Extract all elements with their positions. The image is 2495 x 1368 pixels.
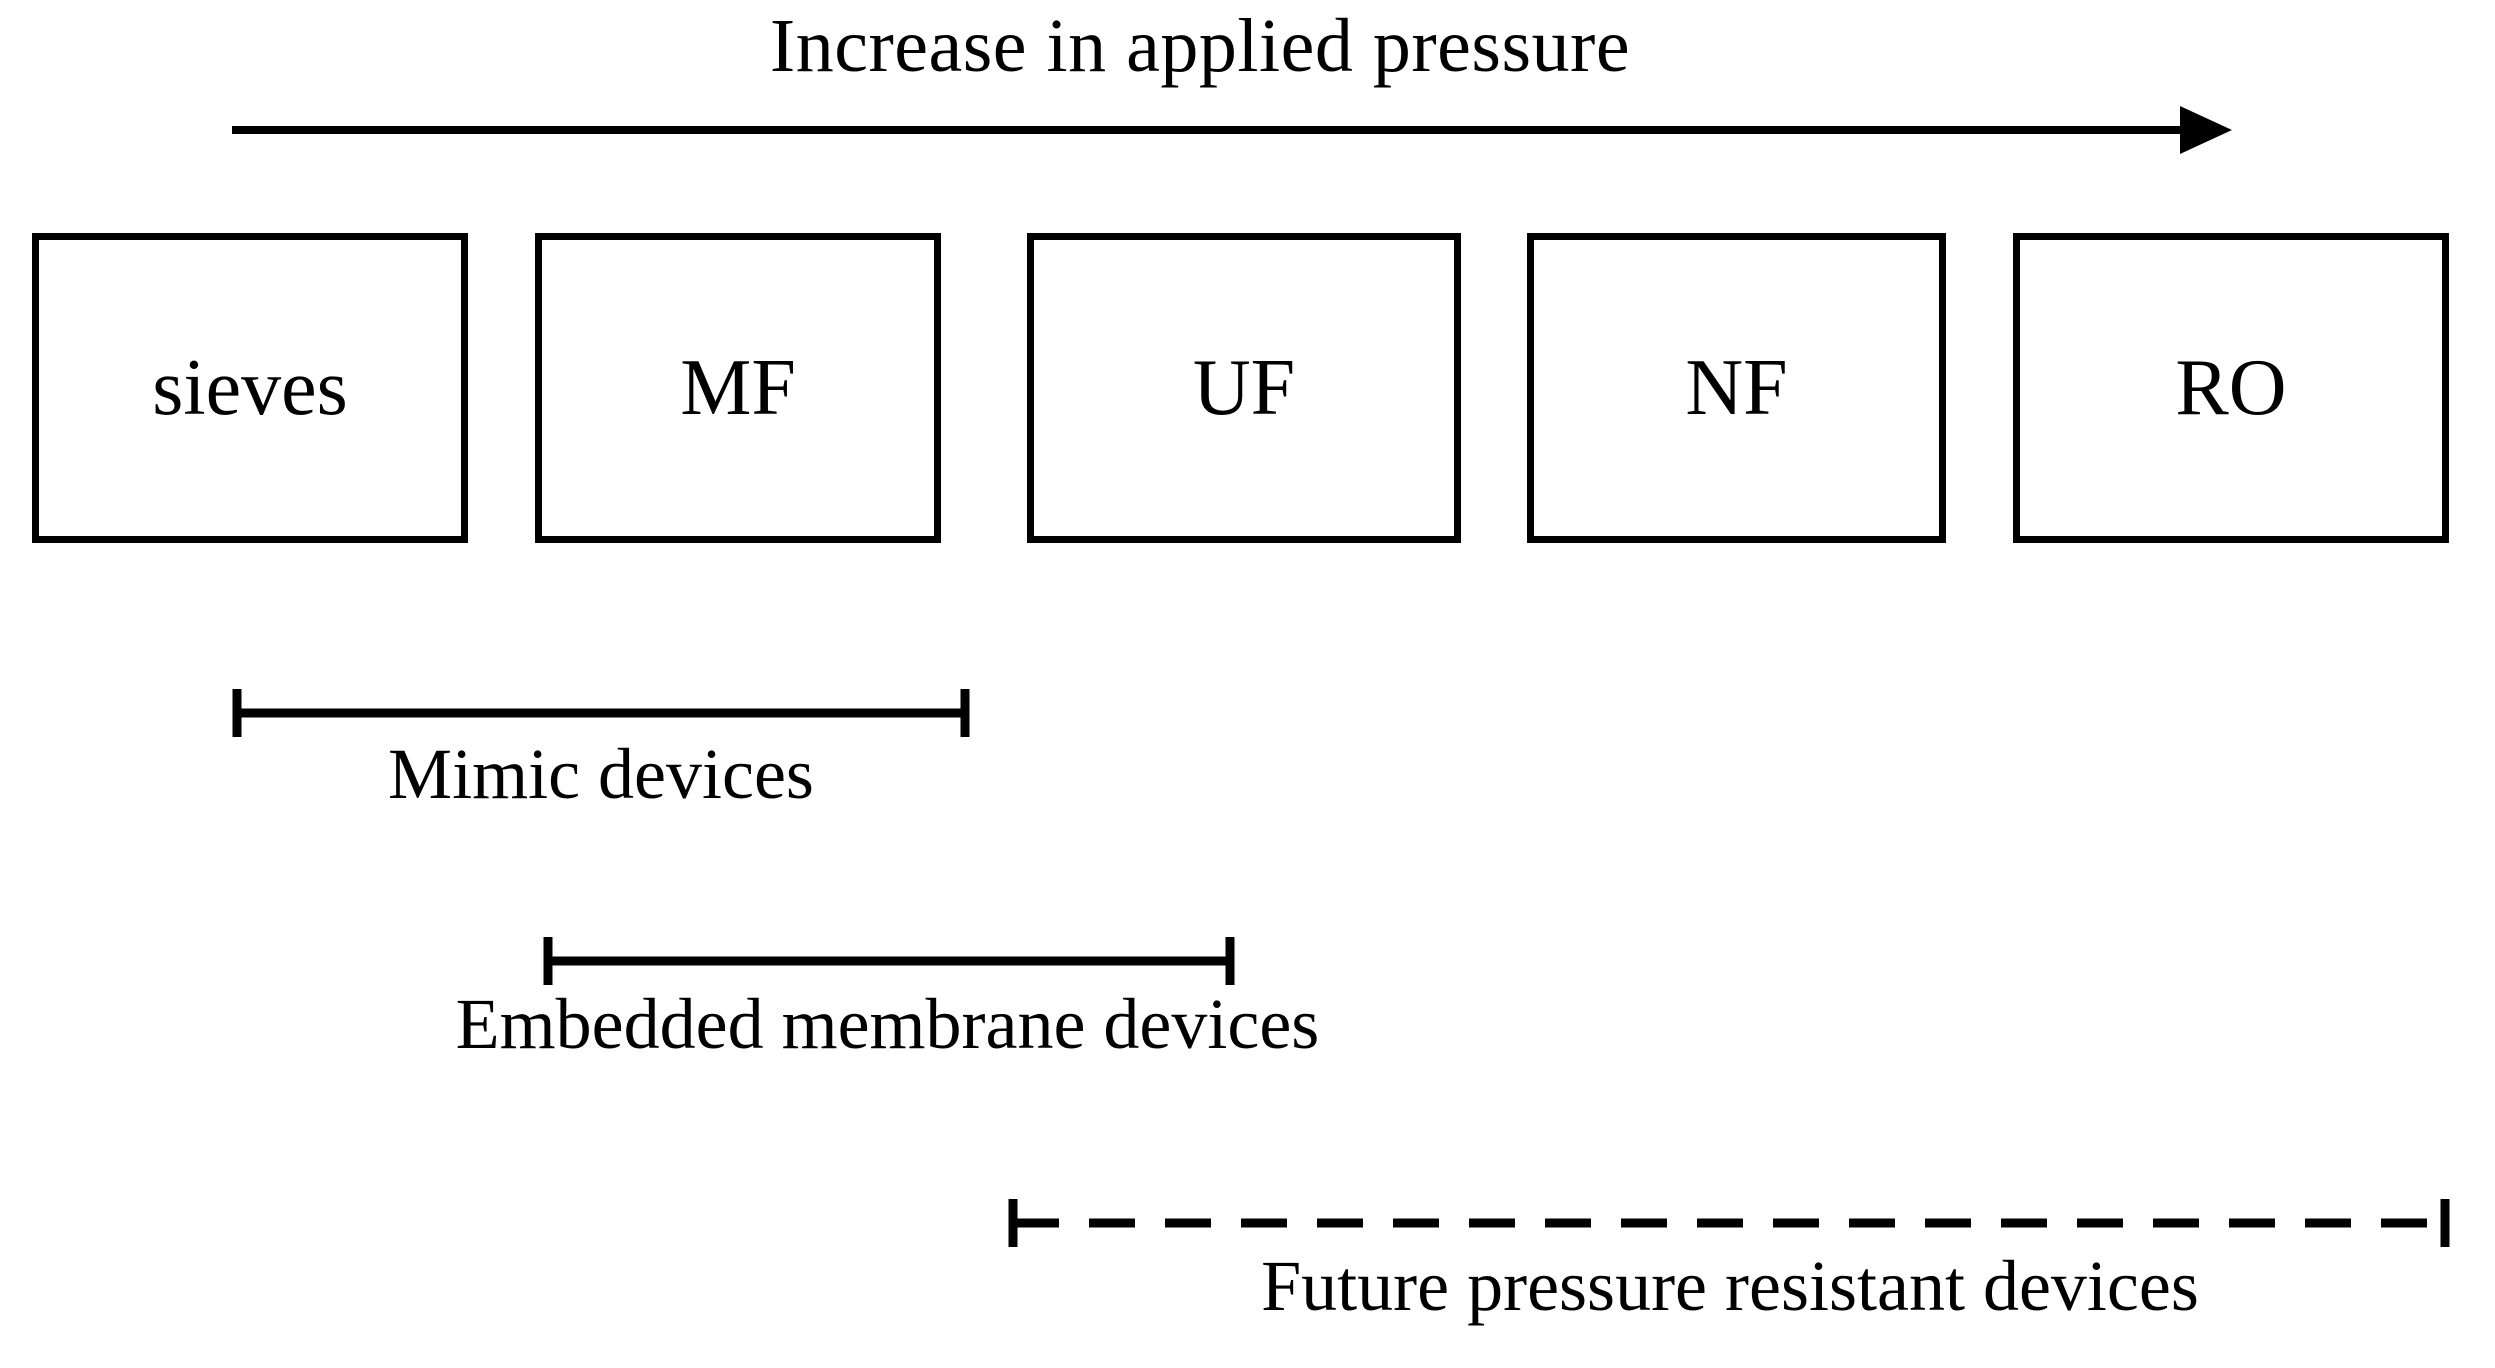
bracket-line-solid [232,689,970,737]
range-label-embedded-membrane-devices: Embedded membrane devices [455,984,1320,1064]
stage-label: sieves [152,344,348,432]
stage-box-uf[interactable]: UF [1027,233,1461,543]
stage-box-ro[interactable]: RO [2013,233,2449,543]
stage-label: UF [1192,344,1296,432]
range-bracket-mimic-devices [228,685,973,741]
stage-label: RO [2175,344,2287,432]
range-bracket-future-pressure-resistant-devices [1004,1195,2454,1251]
range-label-future-pressure-resistant-devices: Future pressure resistant devices [1261,1246,2199,1326]
stage-label: MF [680,344,796,432]
diagram-title: Increase in applied pressure [769,4,1631,88]
stage-box-mf[interactable]: MF [535,233,941,543]
bracket-line-dashed [1008,1199,2450,1247]
stage-box-nf[interactable]: NF [1527,233,1946,543]
range-label-mimic-devices: Mimic devices [388,734,814,814]
range-bracket-embedded-membrane-devices [539,933,1239,989]
stage-label: NF [1685,344,1788,432]
pressure-increase-arrow [232,106,2232,154]
stage-box-sieves[interactable]: sieves [32,233,468,543]
bracket-line-solid [543,937,1235,985]
